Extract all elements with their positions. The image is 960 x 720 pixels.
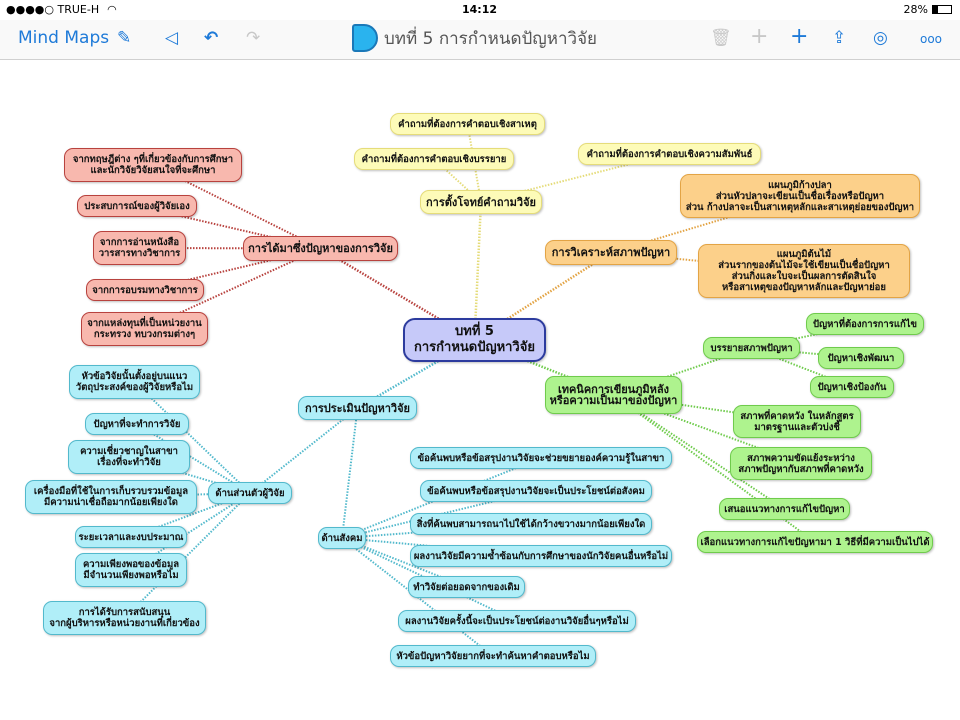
central-topic[interactable]: บทที่ 5 การกำหนดปัญหาวิจัย: [403, 318, 546, 362]
status-left-group: ●●●●○ TRUE-H ◠: [6, 3, 117, 16]
subtopic[interactable]: ผลงานวิจัยมีความซ้ำซ้อนกับการศึกษาของนัก…: [410, 545, 672, 567]
subtopic[interactable]: แผนภูมิต้นไม้ ส่วนรากของต้นไม้จะใช้เขียน…: [698, 244, 910, 298]
subtopic[interactable]: แผนภูมิก้างปลา ส่วนหัวปลาจะเขียนเป็นชื่อ…: [680, 174, 920, 218]
trash-icon[interactable]: 🗑: [710, 28, 732, 48]
subtopic[interactable]: ข้อค้นพบหรือข้อสรุปงานวิจัยจะช่วยขยายองค…: [410, 447, 672, 469]
add-child-icon[interactable]: +: [790, 24, 809, 49]
palette-icon[interactable]: ◎: [873, 28, 888, 48]
subtopic[interactable]: คำถามที่ต้องการคำตอบเชิงความสัมพันธ์: [578, 143, 761, 165]
subtopic[interactable]: ผลงานวิจัยครั้งนี้จะเป็นประโยชน์ต่องานวิ…: [398, 610, 636, 632]
subtopic[interactable]: ทำวิจัยต่อยอดจากของเดิม: [408, 576, 525, 598]
connector-line: [612, 394, 786, 510]
subtopic[interactable]: ข้อค้นพบหรือข้อสรุปงานวิจัยจะเป็นประโยชน…: [420, 480, 652, 502]
connector-line: [123, 492, 251, 619]
topic-problem-analysis[interactable]: การวิเคราะห์สภาพปัญหา: [545, 240, 677, 265]
subtopic[interactable]: ระยะเวลาและงบประมาณ: [75, 526, 187, 548]
topic-research-question[interactable]: การตั้งโจทย์คำถามวิจัย: [420, 190, 542, 214]
subtopic[interactable]: จากทฤษฎีต่าง ๆที่เกี่ยวข้องกับการศึกษา แ…: [64, 148, 242, 182]
subtopic-society[interactable]: ด้านสังคม: [318, 527, 366, 549]
subtopic[interactable]: คำถามที่ต้องการคำตอบเชิงสาเหตุ: [390, 113, 545, 135]
status-right-group: 28%: [904, 3, 952, 16]
carrier: ●●●●○ TRUE-H: [6, 3, 100, 16]
topic-problem-evaluation[interactable]: การประเมินปัญหาวิจัย: [298, 396, 417, 420]
battery-percent: 28%: [903, 3, 928, 16]
subtopic[interactable]: สิ่งที่ค้นพบสามารถนาไปใช้ได้กว้างขวางมาก…: [410, 513, 652, 535]
document-title[interactable]: บทที่ 5 การกำหนดปัญหาวิจัย: [352, 24, 597, 52]
mind-maps-back-button[interactable]: Mind Maps: [18, 28, 110, 48]
subtopic[interactable]: เสนอแนวทางการแก้ไขปัญหา: [719, 498, 850, 520]
more-icon[interactable]: ooo: [920, 32, 943, 46]
connector-line: [136, 423, 251, 494]
subtopic[interactable]: หัวข้อปัญหาวิจัยยากที่จะทำค้นหาคำตอบหรือ…: [390, 645, 596, 667]
subtopic[interactable]: สภาพความขัดแย้งระหว่าง สภาพปัญหากับสภาพท…: [730, 447, 872, 480]
title-text: บทที่ 5 การกำหนดปัญหาวิจัย: [384, 28, 597, 49]
document-icon: [352, 24, 378, 52]
topic-problem-sources[interactable]: การได้มาซึ่งปัญหาของการวิจัย: [243, 236, 398, 261]
subtopic[interactable]: จากแหล่งทุนที่เป็นหน่วยงาน กระทรวง ทบวงก…: [81, 312, 208, 346]
subtopic[interactable]: ความเชี่ยวชาญในสาขา เรื่องที่จะทำวิจัย: [68, 440, 190, 474]
subtopic[interactable]: ปัญหาเชิงป้องกัน: [810, 376, 894, 398]
connector-line: [152, 164, 321, 250]
subtopic[interactable]: ปัญหาที่จะทำการวิจัย: [85, 413, 189, 435]
connector-line: [144, 247, 321, 330]
subtopic[interactable]: จากการอบรมทางวิชาการ: [86, 279, 204, 301]
toolbar: Mind Maps ✎ ◁ ↶ ↷ บทที่ 5 การกำหนดปัญหาว…: [0, 20, 960, 60]
connector-line: [133, 381, 251, 494]
subtopic[interactable]: ความเพียงพอของข้อมูล มีจำนวนเพียงพอหรือไ…: [75, 553, 187, 587]
battery-icon: [932, 5, 952, 14]
back-triangle-icon[interactable]: ◁: [165, 28, 179, 48]
subtopic[interactable]: จากการอ่านหนังสือ วารสารทางวิชาการ: [93, 231, 186, 265]
connector-line: [341, 537, 494, 657]
subtopic[interactable]: เลือกแนวทางการแก้ไขปัญหามา 1 วิธีที่มีคว…: [697, 531, 933, 553]
connector-line: [249, 407, 359, 494]
subtopic[interactable]: ปัญหาที่ต้องการการแก้ไข: [806, 313, 924, 335]
connector-line: [341, 407, 359, 539]
subtopic[interactable]: คำถามที่ต้องการคำตอบเชิงบรรยาย: [354, 148, 514, 170]
subtopic[interactable]: การได้รับการสนับสนุน จากผู้บริหารหรือหน่…: [43, 601, 206, 635]
plus-icon[interactable]: +: [750, 24, 769, 49]
subtopic[interactable]: เครื่องมือที่ใช้ในการเก็บรวบรวมข้อมูล มี…: [25, 480, 197, 514]
subtopic[interactable]: ประสบการณ์ของผู้วิจัยเอง: [77, 195, 197, 217]
connector-line: [473, 201, 483, 341]
clock: 14:12: [462, 3, 498, 16]
subtopic[interactable]: ปัญหาเชิงพัฒนา: [818, 347, 904, 369]
subtopic[interactable]: สภาพที่คาดหวัง ในหลักสูตร มาตรฐานและตัวบ…: [733, 405, 861, 438]
share-icon[interactable]: ⇪: [832, 28, 847, 48]
wifi-icon: ◠: [107, 3, 117, 16]
subtopic[interactable]: หัวข้อวิจัยนั้นตั้งอยู่บนแนว วัตถุประสงค…: [69, 365, 200, 399]
subtopic-researcher[interactable]: ด้านส่วนตัวผู้วิจัย: [208, 482, 292, 504]
edit-icon[interactable]: ✎: [117, 28, 132, 48]
status-bar: ●●●●○ TRUE-H ◠ 14:12 28%: [0, 0, 960, 20]
subtopic[interactable]: บรรยายสภาพปัญหา: [703, 337, 800, 359]
redo-icon[interactable]: ↷: [246, 28, 261, 48]
undo-icon[interactable]: ↶: [204, 28, 219, 48]
topic-background-writing[interactable]: เทคนิคการเขียนภูมิหลัง หรือความเป็นมาของ…: [545, 376, 682, 414]
